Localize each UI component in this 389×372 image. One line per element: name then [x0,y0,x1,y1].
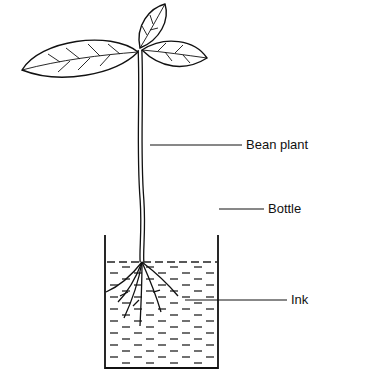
leaf-veins [22,4,207,72]
leader-lines [150,145,287,300]
stem-outline [140,50,143,262]
stem-fill [140,50,143,262]
ink-surface [107,261,217,262]
leaves [22,4,207,77]
part-label: Bean plant [245,137,309,153]
roots [106,262,178,326]
part-label: Ink [290,292,309,308]
part-label: Bottle [267,201,302,217]
bottle-outline [105,235,218,368]
ink-liquid [107,262,217,367]
